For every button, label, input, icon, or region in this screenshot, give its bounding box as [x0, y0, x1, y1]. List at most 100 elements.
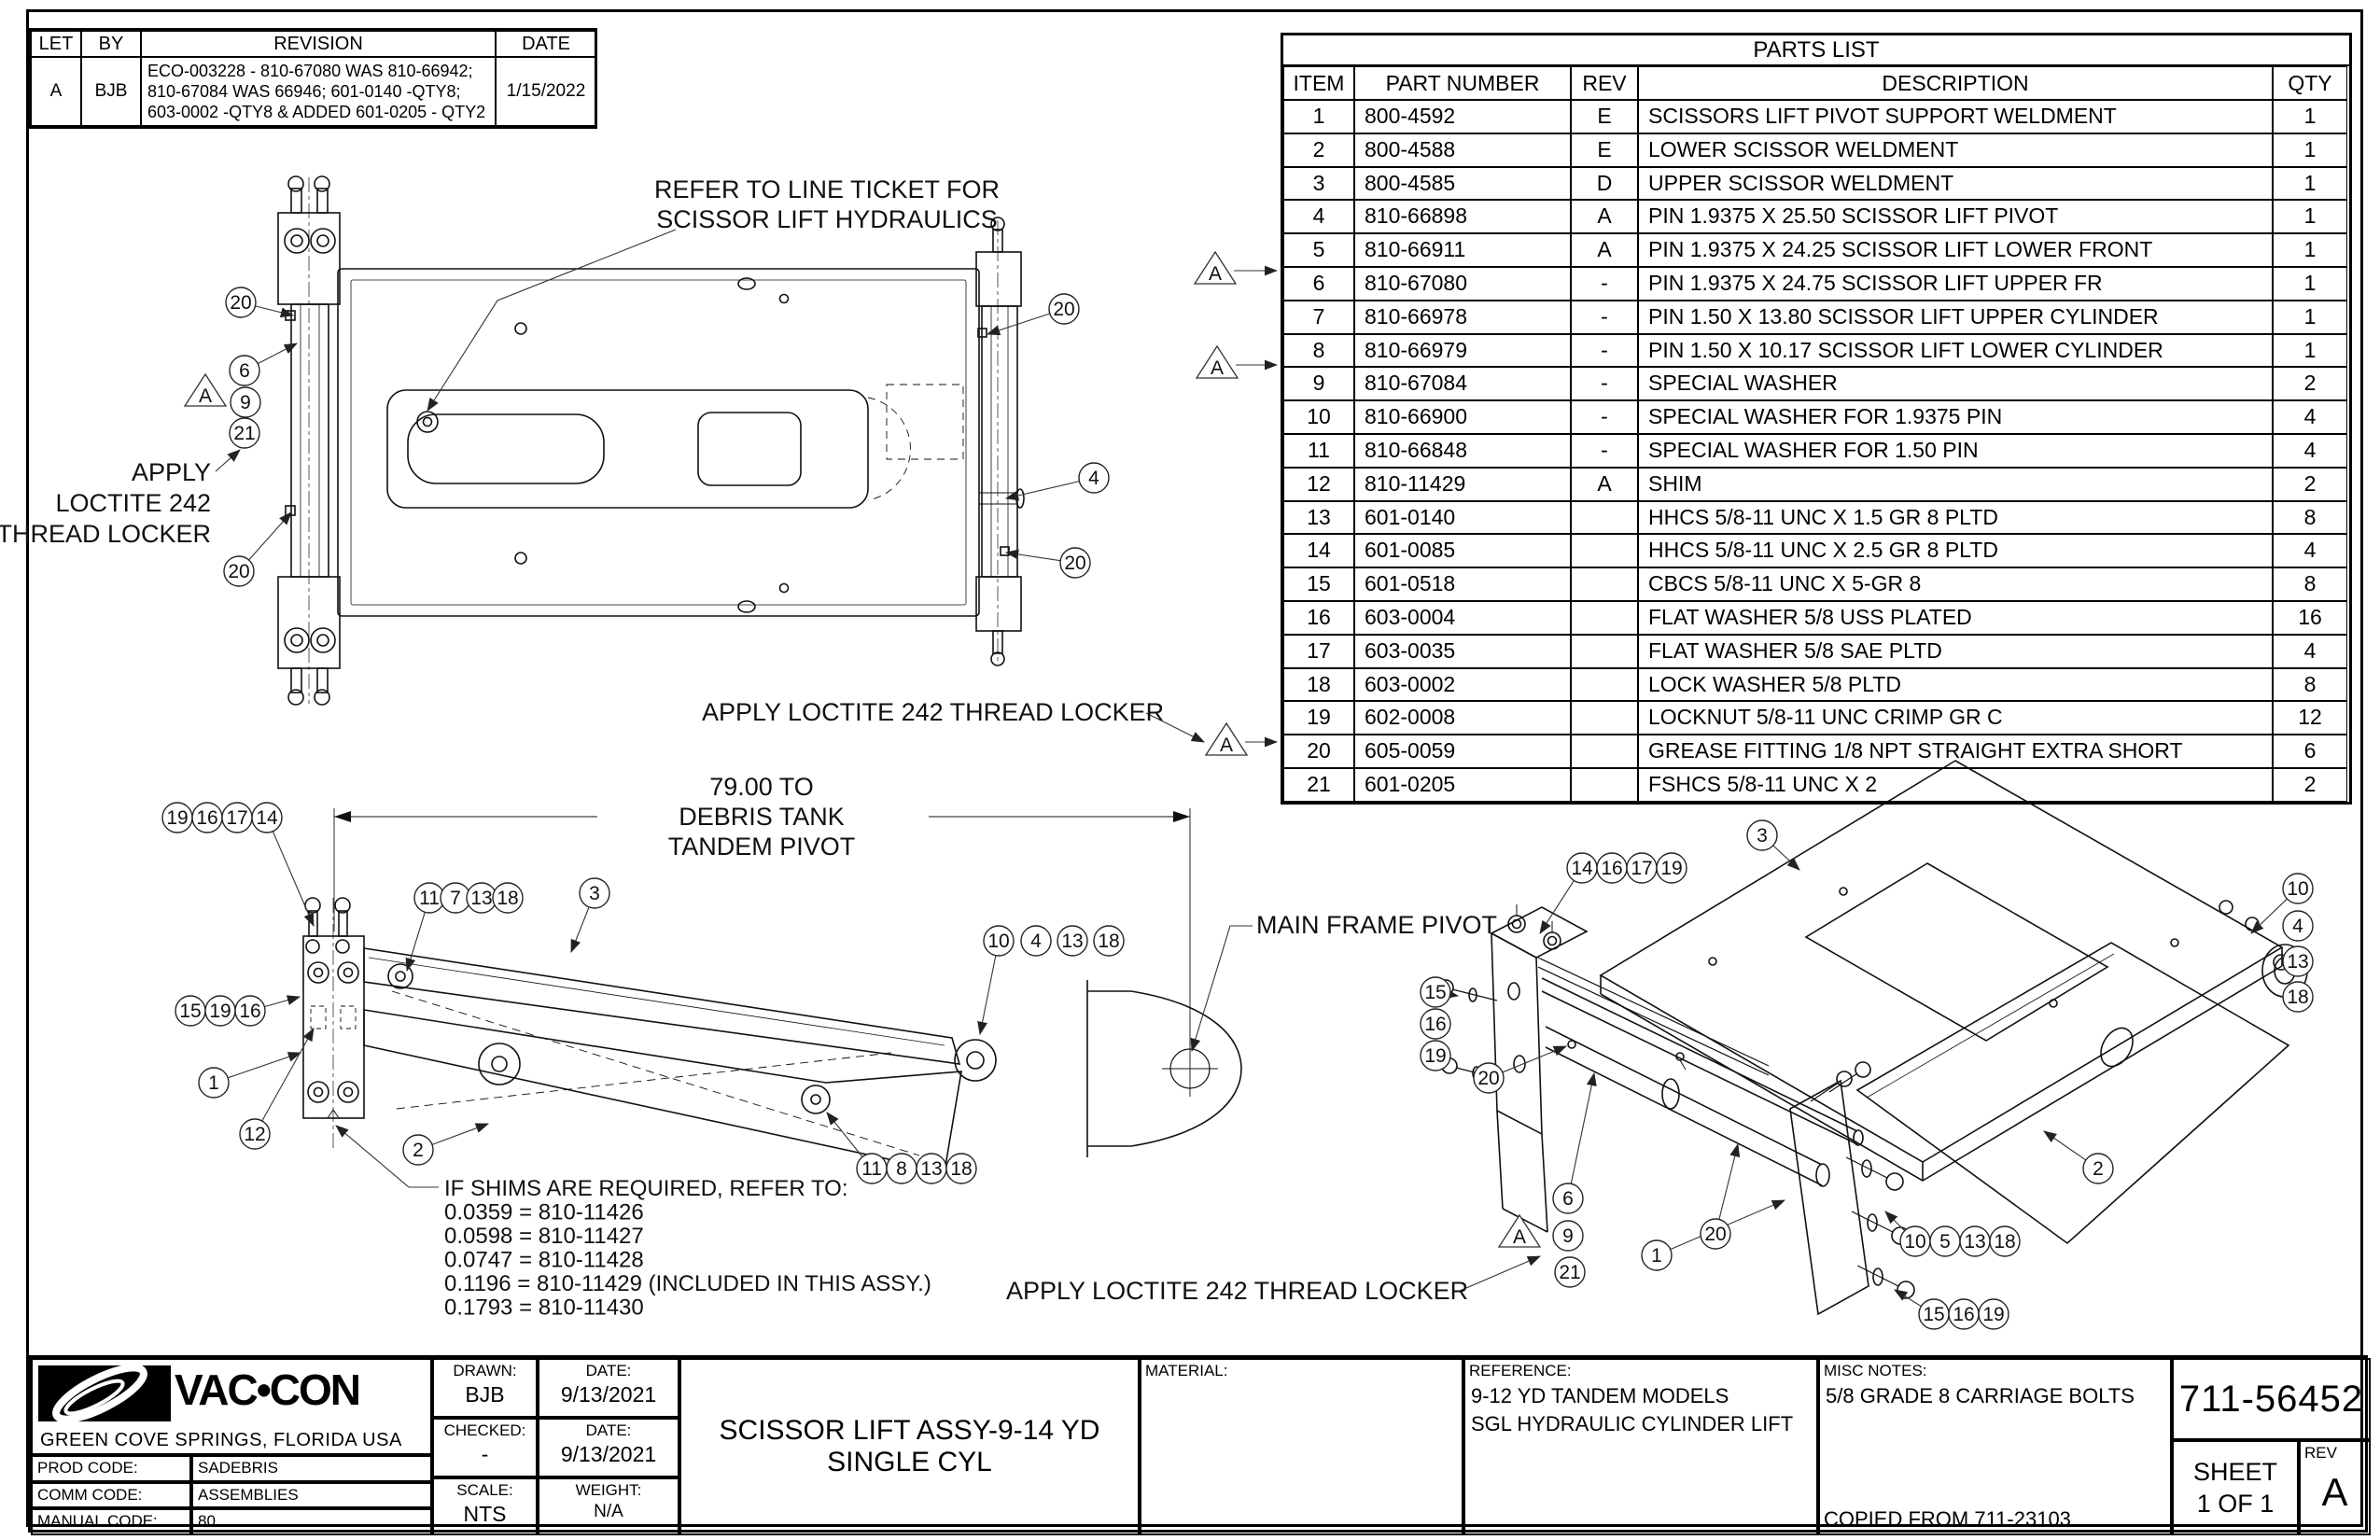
- parts-description: HHCS 5/8-11 UNC X 2.5 GR 8 PLTD: [1638, 534, 2273, 568]
- weight-label: WEIGHT:: [575, 1481, 642, 1499]
- sheet-label: SHEET: [2192, 1458, 2278, 1486]
- misc-notes-line: 5/8 GRADE 8 CARRIAGE BOLTS: [1826, 1384, 2135, 1407]
- code-value: ASSEMBLIES: [191, 1481, 432, 1509]
- balloon-3: 3: [579, 877, 610, 909]
- rev-flag-A: A: [1204, 721, 1279, 756]
- balloon-label: 19: [166, 807, 188, 829]
- balloon-label: 13: [920, 1158, 942, 1180]
- parts-rev: A: [1571, 233, 1638, 267]
- parts-part-number: 810-67080: [1354, 266, 1571, 301]
- parts-part-number: 602-0008: [1354, 701, 1571, 735]
- date-checked-cell: DATE: 9/13/2021: [538, 1418, 679, 1477]
- balloon-21: 21: [229, 417, 260, 449]
- annotation-line: 79.00 TO: [709, 773, 814, 801]
- parts-description: FSHCS 5/8-11 UNC X 2: [1638, 767, 2273, 802]
- parts-rev: A: [1571, 200, 1638, 234]
- balloon-17: 17: [221, 802, 253, 833]
- balloon-20: 20: [1700, 1218, 1731, 1250]
- leader-lines: [227, 305, 2288, 1308]
- parts-part-number: 601-0085: [1354, 534, 1571, 568]
- balloon-circle: [2082, 1153, 2114, 1184]
- annotation-line: 0.0359 = 810-11426: [444, 1200, 644, 1225]
- balloon-20: 20: [1059, 547, 1091, 579]
- leader-line: [986, 313, 1050, 336]
- balloon-label: 15: [1424, 982, 1446, 1003]
- sheet-cell: SHEET 1 OF 1: [2172, 1440, 2299, 1535]
- balloon-circle: [1420, 1040, 1451, 1071]
- parts-part-number: 810-11429: [1354, 467, 1571, 501]
- balloon-label: 16: [1424, 1014, 1446, 1035]
- annotation-leader: [335, 1125, 439, 1188]
- parts-part-number: 810-66900: [1354, 400, 1571, 434]
- rev-flag-A: A: [183, 372, 228, 407]
- parts-rev: -: [1571, 367, 1638, 401]
- material-cell: MATERIAL:: [1140, 1358, 1463, 1535]
- balloon-label: 2: [413, 1140, 424, 1161]
- leader-line: [264, 995, 301, 1008]
- parts-qty: 8: [2273, 500, 2347, 535]
- parts-description: SCISSORS LIFT PIVOT SUPPORT WELDMENT: [1638, 100, 2273, 133]
- copied-from-note: COPIED FROM 711-23103: [1824, 1507, 2071, 1531]
- date-drawn-value: 9/13/2021: [560, 1382, 657, 1407]
- side-view-drawing: [302, 808, 1242, 1172]
- drawn-label: DRAWN:: [453, 1362, 517, 1379]
- balloon-17: 17: [1626, 852, 1658, 884]
- title-block: VAC•CON GREEN COVE SPRINGS, FLORIDA USA …: [28, 1355, 2371, 1535]
- balloon-circle: [229, 355, 260, 386]
- revision-by: BJB: [81, 57, 141, 126]
- parts-item: 6: [1283, 266, 1354, 301]
- balloon-11: 11: [413, 882, 445, 914]
- parts-item: 17: [1283, 634, 1354, 668]
- misc-notes-cell: MISC NOTES: 5/8 GRADE 8 CARRIAGE BOLTS C…: [1818, 1358, 2172, 1535]
- balloon-label: 21: [1559, 1262, 1580, 1283]
- annotation-line: REFER TO LINE TICKET FOR: [654, 175, 1000, 203]
- balloon-circle: [1420, 976, 1451, 1008]
- parts-item: 16: [1283, 600, 1354, 635]
- balloon-label: 9: [1562, 1225, 1574, 1247]
- annotation-line: DEBRIS TANK: [679, 803, 845, 831]
- rev-flag-A: A: [1193, 250, 1279, 285]
- parts-rev: [1571, 701, 1638, 735]
- balloon-21: 21: [1554, 1256, 1586, 1288]
- balloon-circle: [1093, 925, 1125, 957]
- balloon-20: 20: [1048, 293, 1080, 325]
- reference-line: 9-12 YD TANDEM MODELS: [1471, 1384, 1729, 1407]
- weight-cell: WEIGHT: N/A: [538, 1477, 679, 1535]
- scale-value: NTS: [463, 1502, 507, 1526]
- balloon-16: 16: [1948, 1298, 1980, 1330]
- leader-line: [261, 1028, 315, 1122]
- parts-rev: [1571, 735, 1638, 768]
- parts-header-cell: QTY: [2273, 66, 2347, 100]
- leader-line: [2043, 1130, 2087, 1161]
- balloon-15: 15: [175, 995, 206, 1027]
- balloon-circle: [1700, 1218, 1731, 1250]
- parts-qty: 4: [2273, 400, 2347, 434]
- flag-letter: A: [1220, 735, 1233, 756]
- balloon-2: 2: [2082, 1153, 2114, 1184]
- parts-description: SPECIAL WASHER FOR 1.50 PIN: [1638, 433, 2273, 468]
- parts-description: PIN 1.50 X 10.17 SCISSOR LIFT LOWER CYLI…: [1638, 333, 2273, 368]
- balloon-label: 3: [1757, 825, 1768, 847]
- parts-header-cell: ITEM: [1283, 66, 1354, 100]
- annotation-leader: [1190, 925, 1253, 1053]
- parts-qty: 1: [2273, 266, 2347, 301]
- balloon-10: 10: [2282, 873, 2314, 904]
- revision-header-cell: LET: [31, 31, 81, 57]
- parts-description: PIN 1.9375 X 25.50 SCISSOR LIFT PIVOT: [1638, 200, 2273, 234]
- revision-header-cell: BY: [81, 31, 141, 57]
- checked-label: CHECKED:: [443, 1421, 526, 1439]
- parts-description: SHIM: [1638, 467, 2273, 501]
- balloon-label: 19: [1660, 858, 1682, 879]
- balloon-19: 19: [161, 802, 193, 833]
- sheet-border: [26, 9, 2363, 1527]
- leader-line: [248, 511, 292, 561]
- apply-loctite-bottom: APPLY LOCTITE 242 THREAD LOCKER: [1006, 1277, 1468, 1305]
